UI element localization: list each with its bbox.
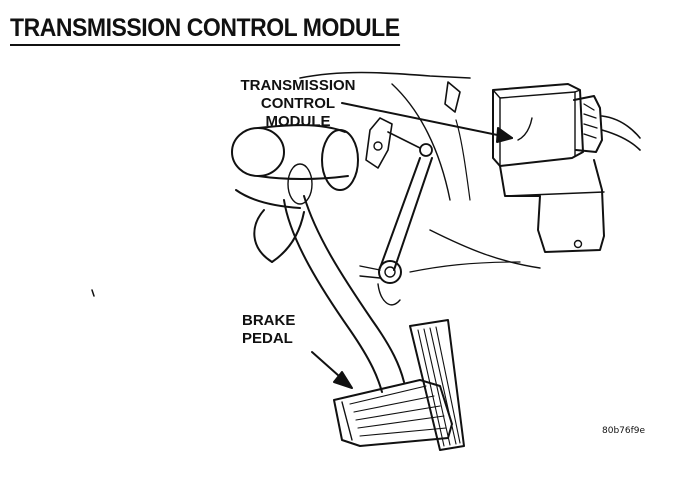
brake-pedal-pad	[333, 379, 453, 447]
brake-callout-line-1: BRAKE	[242, 312, 296, 329]
accelerator-pedal	[409, 319, 465, 451]
tcm-callout-label: TRANSMISSION CONTROL MODULE	[228, 77, 368, 131]
reference-code: 80b76f9e	[602, 426, 646, 436]
speck-mark	[91, 289, 95, 297]
tcm-callout-line-1: TRANSMISSION	[240, 77, 356, 94]
tcm-callout-line-2: CONTROL	[260, 95, 336, 112]
brake-callout-line-2: PEDAL	[242, 330, 293, 347]
tcm-callout-line-3: MODULE	[265, 113, 331, 130]
brake-callout-label: BRAKE PEDAL	[242, 312, 328, 348]
dash-panel	[299, 71, 541, 273]
tcm-arrow	[341, 102, 513, 143]
brake-arrow	[311, 351, 353, 389]
steering-column	[231, 124, 359, 263]
brake-pedal-arm	[283, 117, 433, 393]
tcm-module	[492, 83, 641, 253]
diagram-title: TRANSMISSION CONTROL MODULE	[10, 14, 400, 46]
